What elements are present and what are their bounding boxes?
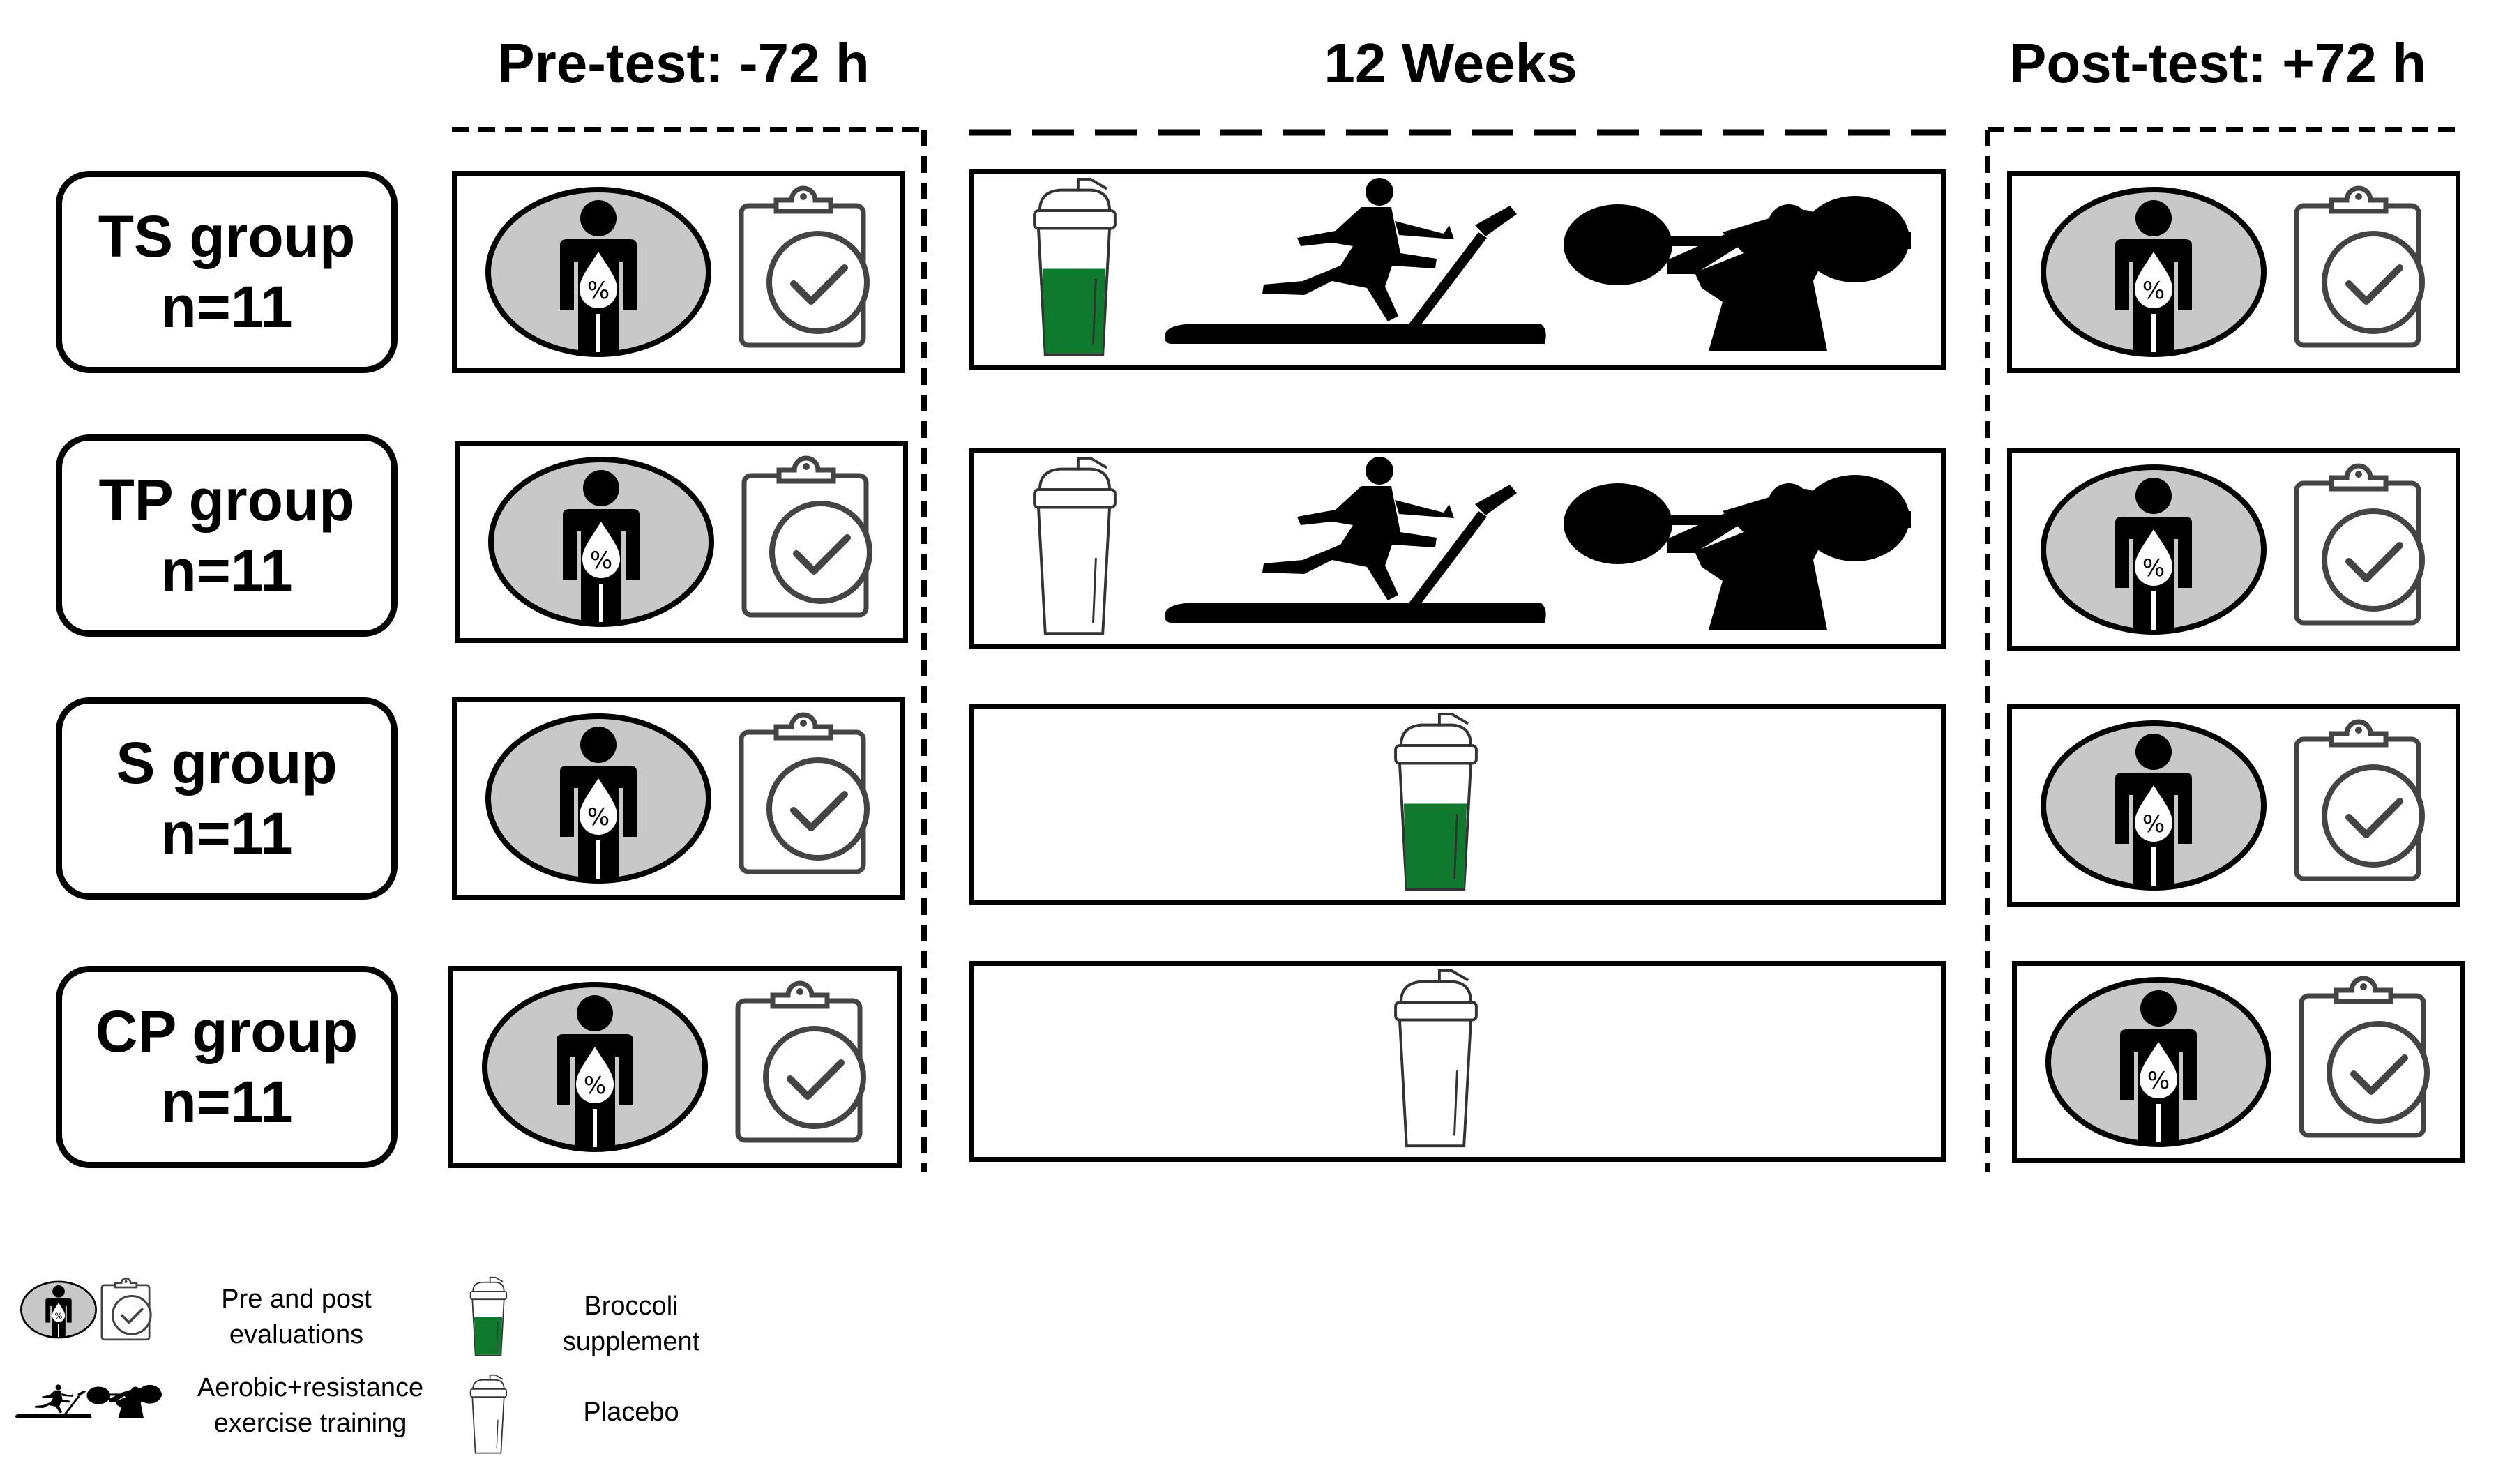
placebo-shaker-icon [1033,456,1117,635]
svg-text:%: % [587,277,610,305]
legend-label-placebo: Placebo [583,1398,679,1427]
treadmill-runner-icon [1165,457,1546,623]
svg-text:%: % [2142,554,2165,582]
group-count: n=11 [160,801,293,866]
clipboard-check-icon [739,712,870,874]
svg-text:%: % [2142,810,2165,838]
group-count: n=11 [160,274,293,340]
placebo-shaker-icon [1394,969,1478,1148]
body-composition-icon: % [488,457,714,627]
treadmill-runner-icon [1165,178,1546,344]
body-composition-icon: % [2041,464,2267,635]
group-name: CP group [95,999,358,1065]
svg-text:%: % [2142,277,2165,305]
phase-title-post: Post-test: +72 h [2009,32,2426,94]
clipboard-check-icon [735,980,866,1143]
legend-body-composition-icon: % [20,1280,97,1339]
clipboard-check-icon [2294,463,2425,626]
group-box-s: S group n=11 [56,697,398,900]
group-box-ts: TS group n=11 [56,171,398,373]
svg-text:%: % [590,547,612,575]
svg-text:%: % [584,1072,606,1100]
group-count: n=11 [160,538,293,603]
svg-text:%: % [2147,1067,2170,1095]
phase-title-pre: Pre-test: -72 h [497,32,870,94]
svg-text:%: % [587,803,610,831]
clipboard-check-icon [739,186,870,348]
legend-treadmill-runner-icon [15,1384,92,1418]
legend-clipboard-check-icon [100,1277,152,1341]
legend-weightlifter-icon [86,1384,162,1418]
body-composition-icon: % [485,187,711,357]
legend-label-supplement: Broccoli supplement [562,1292,700,1357]
group-box-cp: CP group n=11 [56,966,398,1168]
legend-supplement-shaker-icon [469,1276,508,1356]
phase-title-weeks: 12 Weeks [1324,32,1578,94]
weightlifter-icon [1564,475,1911,630]
clipboard-check-icon [2294,719,2425,881]
body-composition-icon: % [2041,720,2267,891]
body-composition-icon: % [482,982,708,1152]
group-name: TP group [98,467,355,533]
group-count: n=11 [160,1069,293,1135]
body-composition-icon: % [2045,977,2271,1147]
group-name: TS group [98,204,356,270]
legend-label-training: Aerobic+resistance exercise training [197,1373,424,1439]
group-box-tp: TP group n=11 [56,434,398,637]
supplement-shaker-icon [1033,177,1117,356]
supplement-shaker-icon [1394,712,1478,891]
weightlifter-icon [1564,196,1911,351]
legend-label-evaluations: Pre and post evaluations [221,1285,372,1350]
clipboard-check-icon [2294,186,2425,348]
svg-text:%: % [55,1311,63,1321]
group-name: S group [116,730,338,796]
clipboard-check-icon [741,455,872,618]
legend-placebo-shaker-icon [469,1374,508,1454]
body-composition-icon: % [485,713,711,884]
clipboard-check-icon [2299,976,2430,1138]
body-composition-icon: % [2041,187,2267,357]
